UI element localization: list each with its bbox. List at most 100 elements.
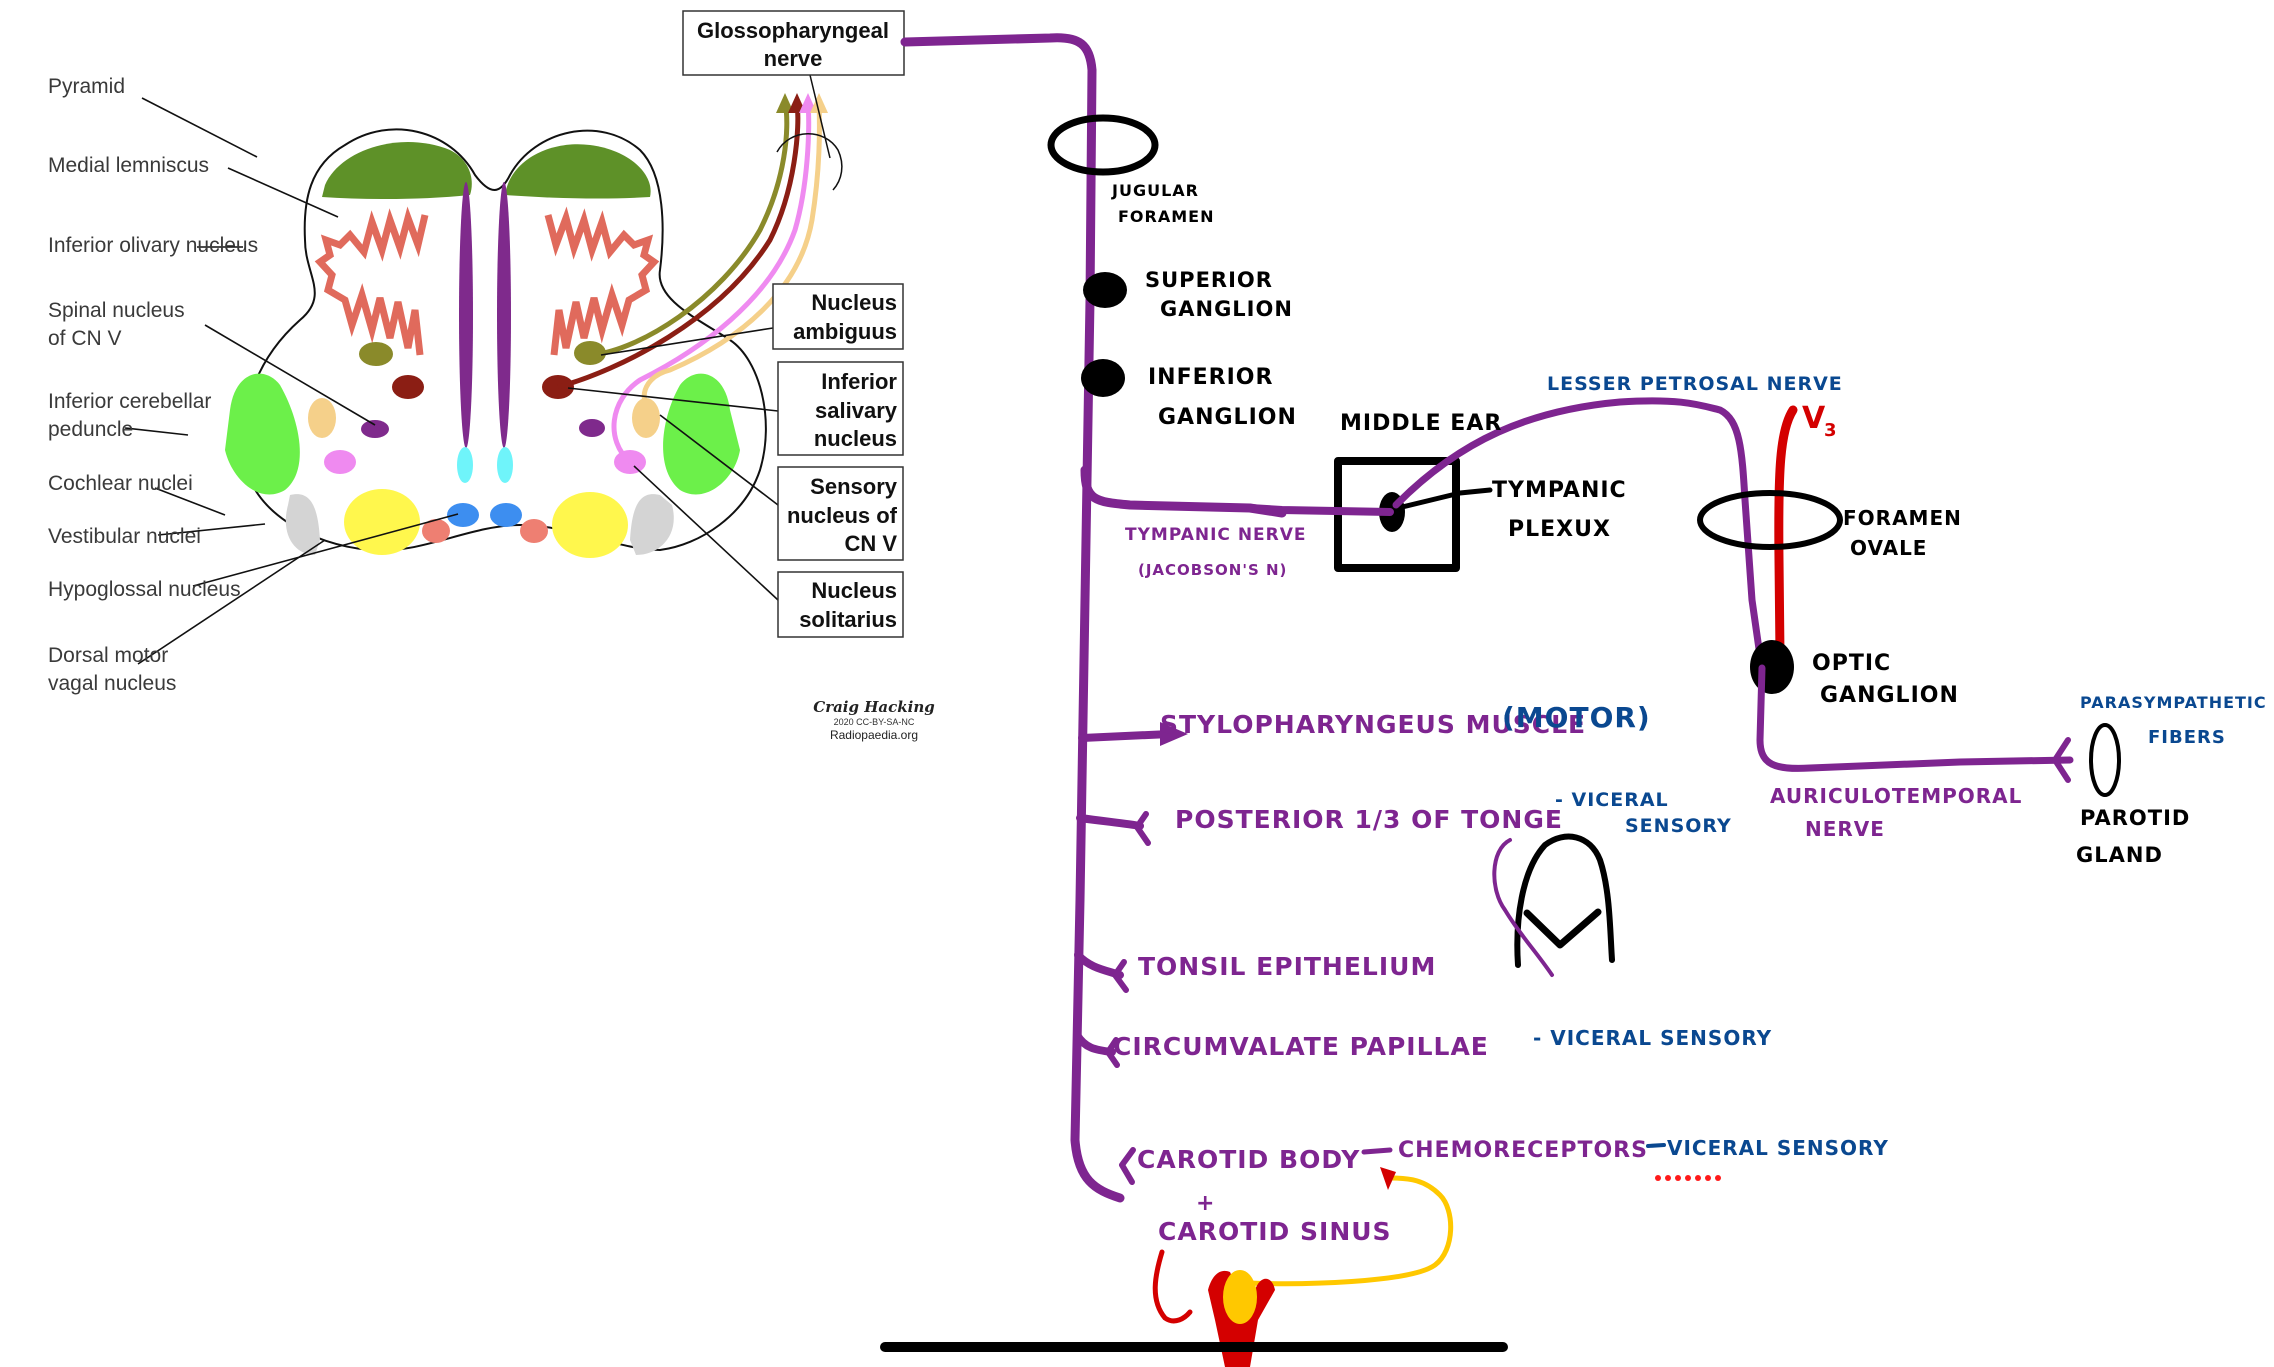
- arrowhead-ambiguus: [776, 93, 794, 113]
- box-sensory-l1: Sensory: [810, 474, 898, 499]
- credit-author: Craig Hacking: [813, 698, 934, 716]
- tract-solitarius: [611, 99, 812, 464]
- hw-auriculotemporal-1: AURICULOTEMPORAL: [1770, 784, 2022, 808]
- tympanic-plexus-leader: [1395, 487, 1493, 511]
- spinal-v-left: [361, 420, 389, 438]
- hw-branch-carotid-note: VICERAL SENSORY: [1667, 1136, 1889, 1160]
- auriculotemporal-nerve: [1756, 664, 2074, 772]
- nucleus-ambiguus-left: [359, 342, 393, 366]
- medulla-figure: Pyramid Medial lemniscus Inferior olivar…: [48, 10, 935, 742]
- tongue-v: [1523, 908, 1602, 949]
- hw-tympanic-nerve-2: (JACOBSON'S N): [1138, 561, 1287, 579]
- solitarius-left: [324, 450, 356, 474]
- v3-nerve: [1774, 405, 1798, 660]
- jugular-foramen-ring: [1047, 114, 1159, 176]
- label-icp: Inferior cerebellar: [48, 390, 211, 413]
- hw-superior-2: GANGLION: [1160, 297, 1293, 321]
- label-vestibular: Vestibular nuclei: [48, 525, 201, 548]
- label-dorsal-motor-2: vagal nucleus: [48, 672, 176, 695]
- hw-tympanic-plexus-1: TYMPANIC: [1492, 478, 1627, 503]
- medulla-outline: [243, 128, 767, 552]
- hw-branch-chemoreceptors: CHEMORECEPTORS: [1398, 1138, 1648, 1163]
- branch-tongue-fork: [1134, 811, 1151, 846]
- home-indicator-bar: [880, 1342, 1508, 1352]
- hypoglossal-left: [447, 503, 479, 527]
- hw-v3: V: [1802, 401, 1826, 436]
- bundle-bracket: [776, 133, 843, 191]
- tympanic-nerve-into-plexus: [1246, 504, 1394, 516]
- box-solitarius-l2: solitarius: [799, 607, 897, 632]
- hw-branch-carotid: CAROTID BODY: [1137, 1145, 1360, 1174]
- hw-superior-1: SUPERIOR: [1145, 268, 1273, 292]
- dorsal-vagal-left: [422, 519, 450, 543]
- carotid-sinus-pointer: [1152, 1249, 1193, 1324]
- branch-stylopharyngeus-arrow: [1160, 722, 1188, 746]
- hw-branch-tongue-note: - VICERAL: [1555, 789, 1669, 811]
- vestibular-right: [552, 492, 628, 558]
- title-box-line2: nerve: [764, 46, 823, 71]
- lesser-petrosal-nerve: [1392, 397, 1766, 674]
- optic-ganglion: [1750, 640, 1794, 694]
- hw-carotid-plus: +: [1196, 1191, 1215, 1216]
- tract-ambiguus: [591, 99, 790, 358]
- inferior-olive-left: [314, 206, 429, 356]
- icp-right: [663, 373, 740, 495]
- hw-v3-sub: 3: [1824, 420, 1838, 441]
- chemoreceptor-arrow: [1361, 1147, 1393, 1155]
- hw-inferior-1: INFERIOR: [1148, 365, 1273, 390]
- label-spinal-nucleus-2: of CN V: [48, 327, 122, 350]
- hw-branch-tongue: POSTERIOR 1/3 OF TONGE: [1175, 805, 1563, 834]
- vestibular-left: [344, 489, 420, 555]
- credit-site: Radiopaedia.org: [830, 728, 918, 742]
- icp-left: [225, 373, 300, 495]
- dorsal-vagal-right: [520, 519, 548, 543]
- viceral-arrow: [1646, 1143, 1666, 1148]
- branch-tongue: [1076, 814, 1144, 830]
- box-sensory-l2: nucleus of: [787, 503, 898, 528]
- cochlear-left: [285, 494, 320, 555]
- carotid-body-yellow: [1223, 1270, 1257, 1324]
- glossopharyngeal-trunk: [900, 33, 1125, 1203]
- auriculotemporal-fork: [2052, 737, 2071, 783]
- spinal-v-right: [579, 419, 605, 437]
- medial-lemniscus-right: [497, 182, 511, 448]
- title-box-line1: Glossopharyngeal: [697, 18, 889, 43]
- hw-foramen-ovale-2: OVALE: [1850, 536, 1927, 560]
- hw-branch-stylopharyngeus: STYLOPHARYNGEUS MUSCLE: [1160, 710, 1586, 739]
- box-ambiguus-l2: ambiguus: [793, 319, 897, 344]
- box-ambiguus-l1: Nucleus: [811, 290, 897, 315]
- hw-carotid-sinus: CAROTID SINUS: [1158, 1217, 1392, 1246]
- box-sensory-v: [777, 466, 904, 561]
- hw-branch-stylopharyngeus-note: (MOTOR): [1502, 701, 1651, 734]
- foramen-ovale-ring: [1697, 490, 1843, 550]
- hw-tympanic-nerve-1: TYMPANIC NERVE: [1125, 525, 1307, 545]
- hw-branch-circumvallate-note: - VICERAL SENSORY: [1533, 1026, 1772, 1050]
- hypoglossal-right: [490, 503, 522, 527]
- tract-salivary: [557, 99, 801, 390]
- branch-stylopharyngeus: [1078, 730, 1174, 742]
- tongue-outline: [1514, 833, 1615, 968]
- box-salivary-l1: Inferior: [821, 369, 897, 394]
- parotid-gland: [2089, 723, 2121, 797]
- bundle-leader: [809, 74, 831, 159]
- handwritten-labels: JUGULAR FORAMEN SUPERIOR GANGLION INFERI…: [1111, 181, 2266, 1246]
- box-salivary-l3: nucleus: [814, 426, 897, 451]
- box-nucleus-ambiguus: [772, 283, 904, 350]
- carotid-body-loop: [1245, 1175, 1454, 1287]
- branch-carotid-fork: [1119, 1147, 1136, 1185]
- branch-circumvallate-fork: [1105, 1037, 1120, 1068]
- tract-sensory-v: [641, 99, 822, 406]
- box-nucleus-solitarius: [777, 571, 904, 638]
- hw-branch-circumvallate: CIRCUMVALATE PAPILLAE: [1113, 1032, 1489, 1061]
- box-sensory-l3: CN V: [844, 531, 897, 556]
- tympanic-nerve-path: [1080, 465, 1287, 518]
- hw-branch-tongue-note2: SENSORY: [1625, 815, 1732, 837]
- credit-license: 2020 CC-BY-SA-NC: [834, 717, 915, 727]
- label-cochlear: Cochlear nuclei: [48, 472, 193, 495]
- red-dots: [1655, 1175, 1721, 1181]
- sensory-v-left: [308, 398, 336, 438]
- hw-jugular-1: JUGULAR: [1111, 181, 1199, 200]
- label-icp-2: peduncle: [48, 418, 133, 441]
- label-dorsal-motor: Dorsal motor: [48, 644, 168, 667]
